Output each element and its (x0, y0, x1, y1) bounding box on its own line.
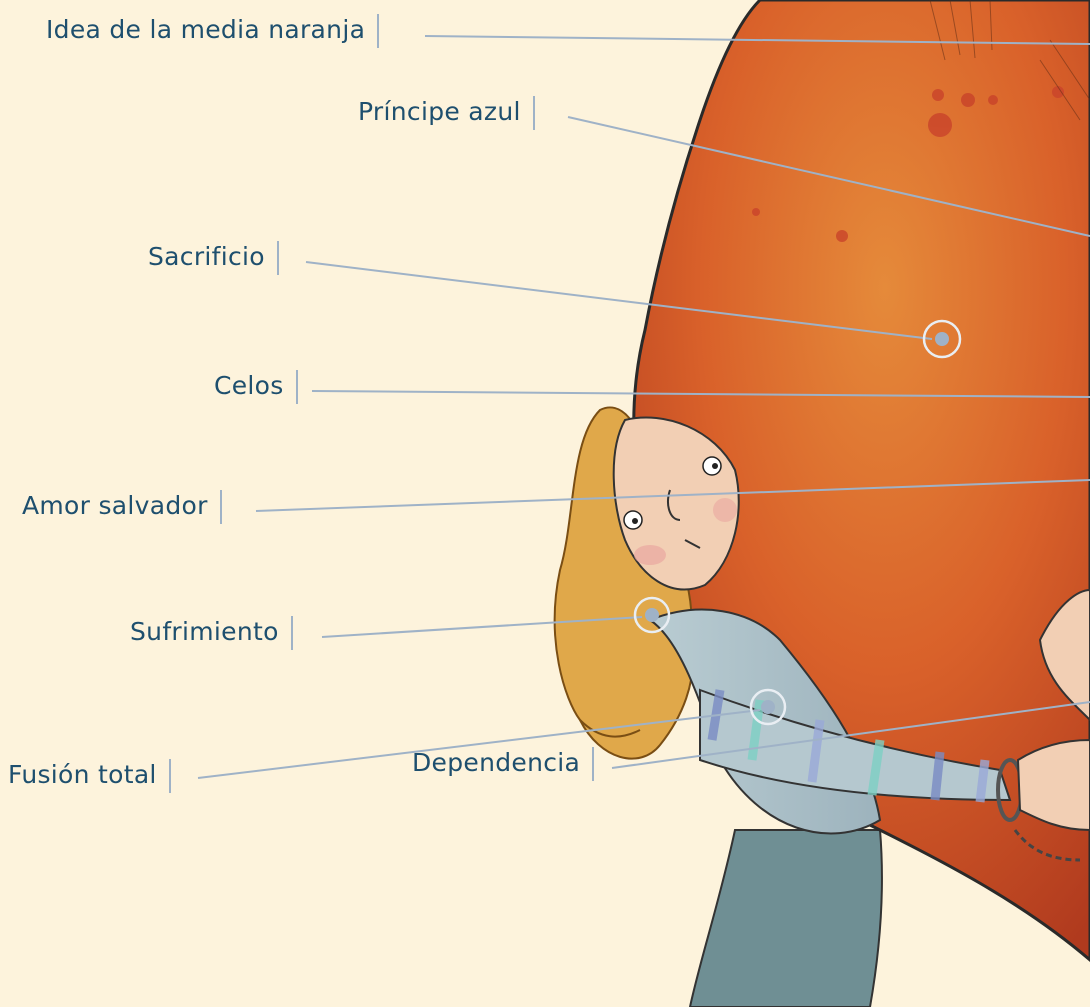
label-fusion-total: Fusión total (8, 759, 171, 793)
label-dependencia: Dependencia (412, 747, 594, 781)
label-principe-azul: Príncipe azul (358, 96, 535, 130)
label-media-naranja: Idea de la media naranja (46, 14, 379, 48)
label-amor-salvador: Amor salvador (22, 490, 222, 524)
label-celos: Celos (214, 370, 298, 404)
label-sufrimiento: Sufrimiento (130, 616, 293, 650)
legs (690, 830, 882, 1007)
label-sacrificio: Sacrificio (148, 241, 279, 275)
